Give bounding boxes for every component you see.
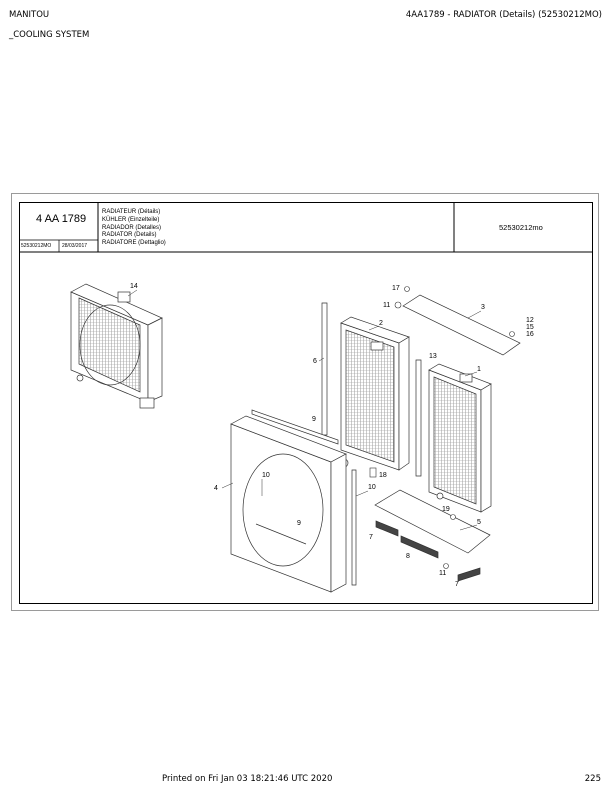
callout-7b: 7 xyxy=(455,581,459,588)
callout-9b: 9 xyxy=(297,520,301,527)
seal-strips-icon xyxy=(251,302,422,586)
title-name-de: KÜHLER (Einzelteile) xyxy=(102,217,160,223)
callout-6: 6 xyxy=(313,358,317,365)
drawing-frame xyxy=(11,193,599,611)
callout-12: 12 xyxy=(526,317,534,324)
callout-3: 3 xyxy=(481,304,485,311)
print-timestamp: Printed on Fri Jan 03 18:21:46 UTC 2020 xyxy=(162,774,333,784)
callout-5: 5 xyxy=(477,519,481,526)
radiator-core-2-icon xyxy=(339,316,410,471)
part-reference: 52530212mo xyxy=(499,223,543,232)
callout-19: 19 xyxy=(442,506,450,513)
title-code: 4 AA 1789 xyxy=(36,213,87,225)
callout-13: 13 xyxy=(429,353,437,360)
title-ref: 52530212MO xyxy=(21,243,52,249)
callout-18: 18 xyxy=(379,472,387,479)
assembled-radiator-icon xyxy=(70,283,163,409)
drawing-sheet xyxy=(19,202,593,604)
title-name-fr: RADIATEUR (Détails) xyxy=(102,209,161,215)
leader-lines xyxy=(127,289,482,531)
callout-4: 4 xyxy=(214,485,218,492)
callout-1: 1 xyxy=(477,366,481,373)
callout-15: 15 xyxy=(526,324,534,331)
title-name-en: RADIATOR (Details) xyxy=(102,232,157,238)
rubber-pads-icon xyxy=(375,520,481,582)
callout-11a: 11 xyxy=(383,302,390,309)
radiator-core-1-icon xyxy=(428,363,492,513)
callout-10a: 10 xyxy=(262,472,270,479)
callout-10b: 10 xyxy=(368,484,376,491)
title-name-it: RADIATORE (Dettaglio) xyxy=(102,240,166,246)
callout-7a: 7 xyxy=(369,534,373,541)
shroud-frame-icon xyxy=(230,415,347,593)
fasteners-icon xyxy=(369,286,515,569)
brackets-icon xyxy=(374,294,521,554)
callout-8: 8 xyxy=(406,553,410,560)
section-name: _COOLING SYSTEM xyxy=(9,30,90,40)
title-date: 28/03/2017 xyxy=(62,243,88,249)
document-title: 4AA1789 - RADIATOR (Details) (52530212MO… xyxy=(405,10,602,20)
callout-labels: 1 2 3 4 5 6 7 7 8 9 9 10 10 11 11 12 13 … xyxy=(130,283,534,588)
callout-17: 17 xyxy=(392,285,400,292)
page-number: 225 xyxy=(584,774,601,784)
title-name-es: RADIADOR (Detalles) xyxy=(102,225,162,231)
callout-11b: 11 xyxy=(439,570,446,577)
brand-name: MANITOU xyxy=(9,10,50,20)
callout-2: 2 xyxy=(379,320,383,327)
callout-14: 14 xyxy=(130,283,138,290)
callout-16: 16 xyxy=(526,331,534,338)
callout-9a: 9 xyxy=(312,416,316,423)
